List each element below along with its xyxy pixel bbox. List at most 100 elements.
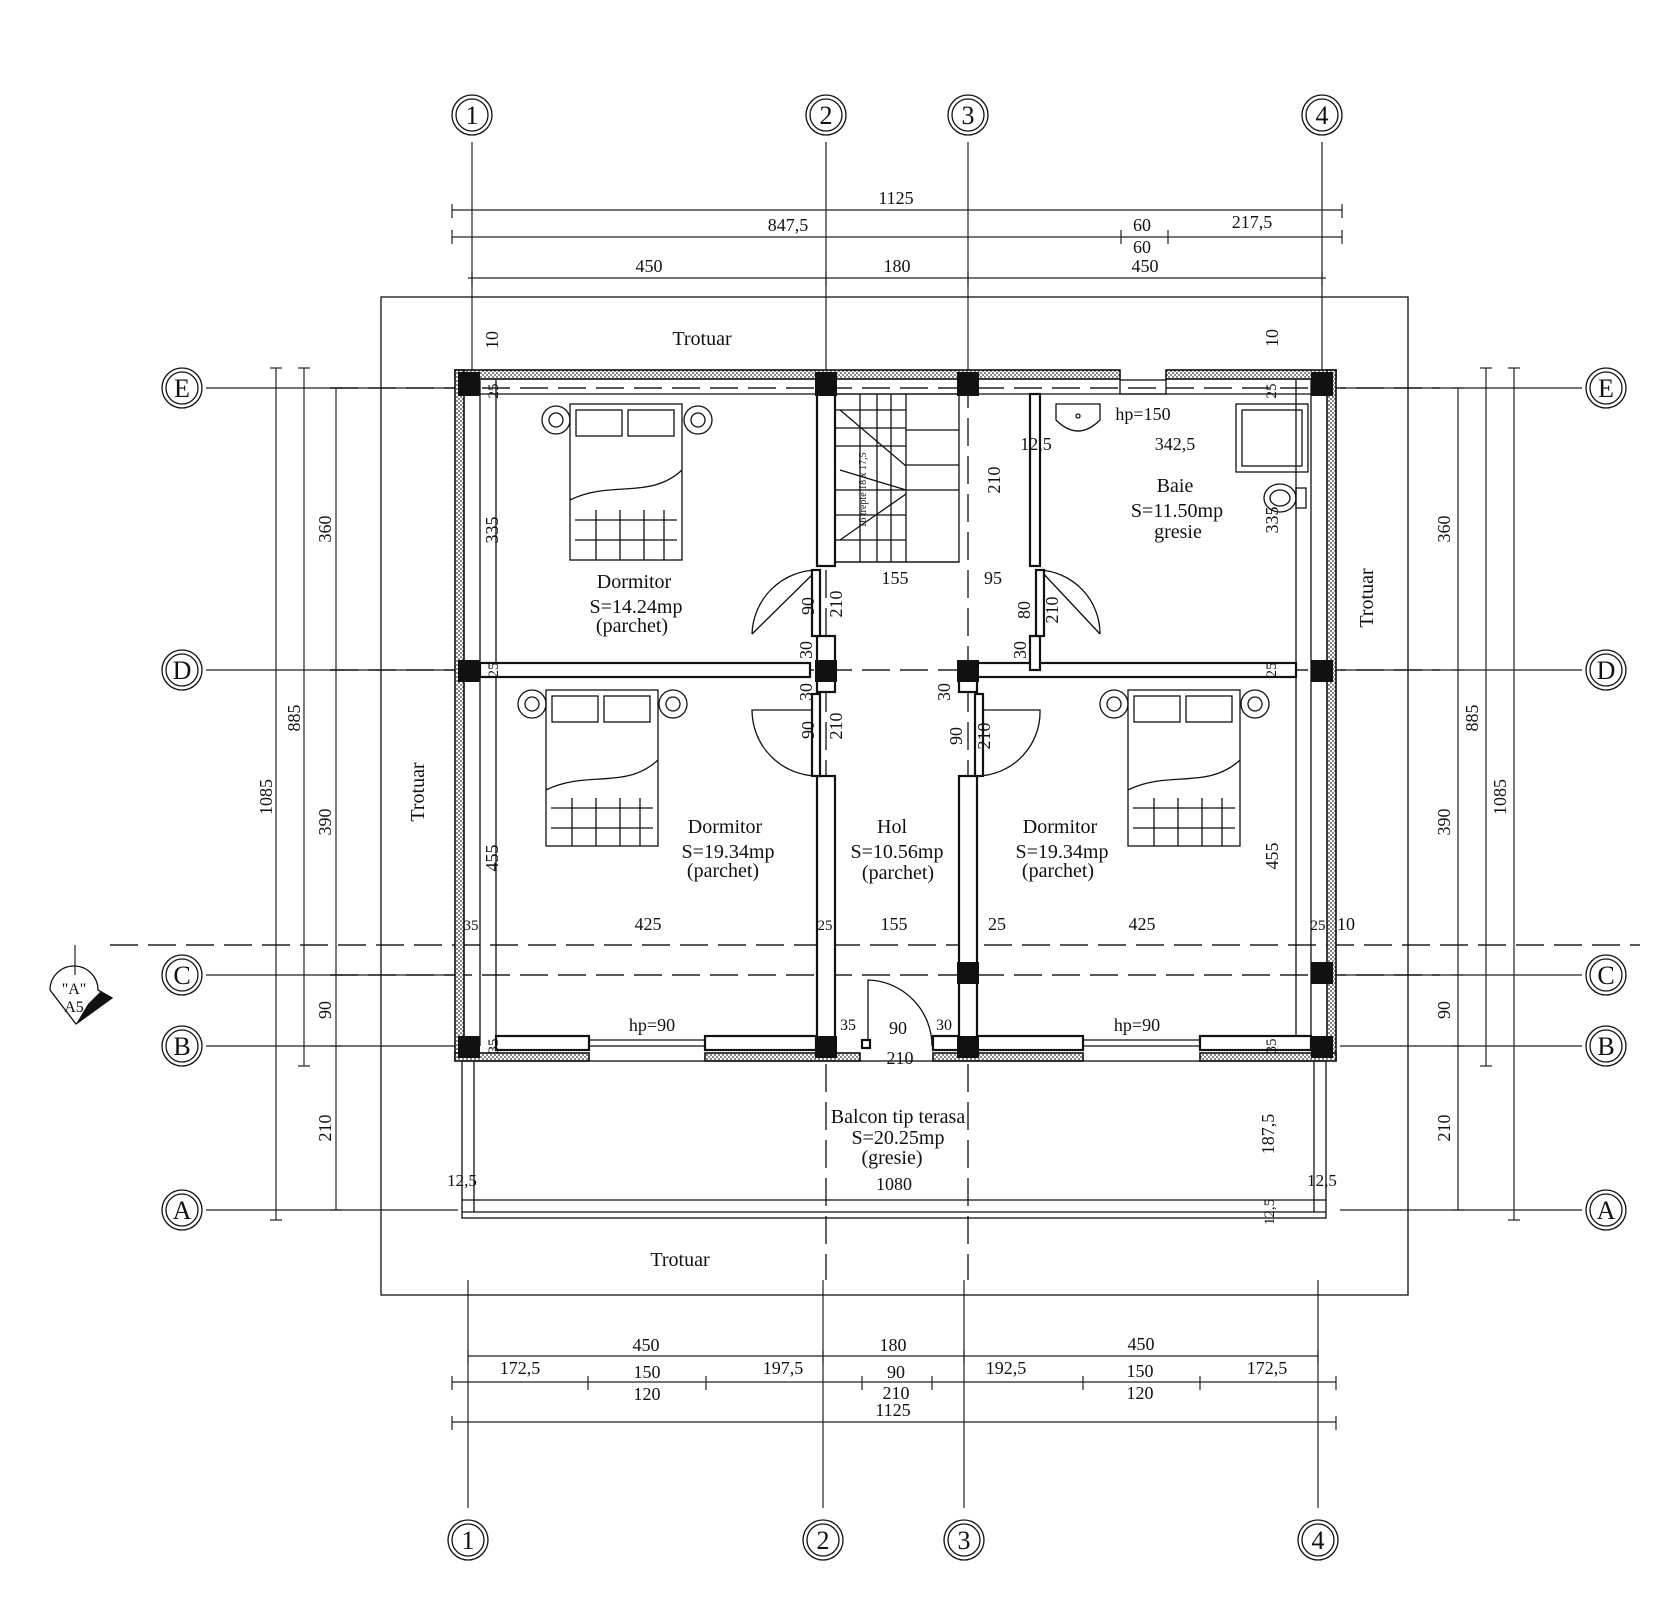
sidewalk-label-left: Trotuar <box>407 762 429 822</box>
axis-bubble-E-right: E <box>1585 367 1627 409</box>
svg-text:1125: 1125 <box>875 1400 910 1420</box>
room-bathroom: Baie S=11.50mp gresie <box>1131 475 1223 543</box>
svg-text:60: 60 <box>1133 215 1151 235</box>
svg-text:155: 155 <box>882 568 909 588</box>
svg-text:E: E <box>1598 374 1614 403</box>
room-hallway: Hol S=10.56mp (parchet) <box>851 816 944 884</box>
svg-text:90: 90 <box>946 727 966 745</box>
svg-text:1: 1 <box>462 1526 475 1555</box>
svg-text:210: 210 <box>826 591 846 618</box>
svg-text:2: 2 <box>820 101 833 130</box>
svg-text:60: 60 <box>1133 237 1151 257</box>
svg-text:hp=90: hp=90 <box>1114 1015 1160 1035</box>
svg-text:885: 885 <box>1462 705 1482 732</box>
svg-text:12,5: 12,5 <box>1020 434 1052 454</box>
furniture <box>517 403 1309 847</box>
svg-text:30: 30 <box>796 641 816 659</box>
svg-text:30: 30 <box>1010 641 1030 659</box>
room-bedroom-3: Dormitor S=19.34mp (parchet) <box>1016 816 1109 882</box>
axis-bubble-C-right: C <box>1585 954 1627 996</box>
svg-text:Hol: Hol <box>877 816 907 838</box>
svg-text:1: 1 <box>466 101 479 130</box>
sidewalk-label-top: Trotuar <box>672 328 732 350</box>
svg-text:90: 90 <box>798 597 818 615</box>
svg-text:C: C <box>1597 961 1614 990</box>
svg-text:425: 425 <box>1129 914 1156 934</box>
svg-text:10: 10 <box>482 331 502 349</box>
svg-text:1085: 1085 <box>256 779 276 815</box>
svg-text:95: 95 <box>984 568 1002 588</box>
axis-bubble-D-right: D <box>1585 649 1627 691</box>
svg-text:120: 120 <box>1127 1383 1154 1403</box>
svg-text:390: 390 <box>1434 809 1454 836</box>
svg-text:1080: 1080 <box>876 1174 912 1194</box>
top-dimensions: 1125 847,5 60 60 217,5 450 180 450 <box>451 188 1343 286</box>
svg-text:90: 90 <box>798 721 818 739</box>
axis-bubble-1-top: 1 <box>451 94 493 136</box>
svg-text:180: 180 <box>880 1335 907 1355</box>
svg-text:S=11.50mp: S=11.50mp <box>1131 500 1223 522</box>
svg-text:210: 210 <box>974 723 994 750</box>
svg-text:150: 150 <box>1127 1361 1154 1381</box>
svg-text:360: 360 <box>1434 516 1454 543</box>
svg-text:90: 90 <box>887 1362 905 1382</box>
svg-text:10: 10 <box>1262 329 1282 347</box>
axis-bubble-3-top: 3 <box>947 94 989 136</box>
axis-bubble-B-left: B <box>161 1025 203 1067</box>
svg-text:25: 25 <box>1264 384 1280 399</box>
svg-text:197,5: 197,5 <box>763 1358 804 1378</box>
sidewalk-label-right: Trotuar <box>1356 568 1378 628</box>
svg-text:25: 25 <box>988 914 1006 934</box>
svg-text:90: 90 <box>1434 1001 1454 1019</box>
svg-text:C: C <box>173 961 190 990</box>
bed-icon <box>1099 689 1270 847</box>
axis-bubble-1-bottom: 1 <box>447 1519 489 1561</box>
axis-bubble-A-right: A <box>1585 1189 1627 1231</box>
svg-text:187,5: 187,5 <box>1258 1114 1278 1155</box>
svg-text:30: 30 <box>934 683 954 701</box>
svg-text:(parchet): (parchet) <box>1022 860 1094 882</box>
svg-text:gresie: gresie <box>1154 521 1202 543</box>
svg-text:210: 210 <box>883 1383 910 1403</box>
svg-text:(parchet): (parchet) <box>687 860 759 882</box>
svg-text:1125: 1125 <box>878 188 913 208</box>
svg-text:90: 90 <box>315 1001 335 1019</box>
room-balcony: Balcon tip terasa S=20.25mp (gresie) <box>831 1106 966 1169</box>
svg-text:155: 155 <box>881 914 908 934</box>
svg-text:192,5: 192,5 <box>986 1358 1027 1378</box>
axis-bubble-B-right: B <box>1585 1025 1627 1067</box>
svg-text:885: 885 <box>284 705 304 732</box>
svg-text:450: 450 <box>636 256 663 276</box>
toilet-icon <box>1263 483 1307 513</box>
svg-text:35: 35 <box>1264 1039 1280 1054</box>
walls: 16 trepte 18 x 17,5 <box>454 369 1337 1219</box>
svg-text:12,5: 12,5 <box>447 1171 477 1190</box>
svg-text:S=19.34mp: S=19.34mp <box>1016 841 1109 863</box>
svg-text:"A": "A" <box>62 981 87 998</box>
svg-text:25: 25 <box>486 384 502 399</box>
svg-text:35: 35 <box>840 1017 856 1034</box>
svg-text:D: D <box>173 656 192 685</box>
svg-text:12,5: 12,5 <box>1262 1199 1278 1225</box>
svg-text:390: 390 <box>315 809 335 836</box>
svg-text:30: 30 <box>796 683 816 701</box>
svg-text:A: A <box>1597 1196 1616 1225</box>
right-dimensions: 360 390 90 210 885 1085 <box>1434 367 1520 1221</box>
svg-text:210: 210 <box>315 1115 335 1142</box>
bed-icon <box>517 689 688 847</box>
svg-text:30: 30 <box>936 1017 952 1034</box>
sidewalk-outline <box>380 296 1409 1296</box>
svg-text:25: 25 <box>1264 663 1280 678</box>
svg-text:hp=90: hp=90 <box>629 1015 675 1035</box>
svg-text:25: 25 <box>818 918 833 934</box>
axis-bubble-C-left: C <box>161 954 203 996</box>
axis-bubble-2-bottom: 2 <box>802 1519 844 1561</box>
svg-text:16 trepte 18 x 17,5: 16 trepte 18 x 17,5 <box>858 452 869 527</box>
svg-text:S=14.24mp: S=14.24mp <box>590 596 683 618</box>
svg-text:450: 450 <box>1128 1334 1155 1354</box>
svg-text:12,5: 12,5 <box>1307 1171 1337 1190</box>
svg-text:hp=150: hp=150 <box>1115 404 1170 424</box>
room-bedroom-1: Dormitor S=14.24mp (parchet) <box>590 571 683 637</box>
svg-text:(parchet): (parchet) <box>862 862 934 884</box>
